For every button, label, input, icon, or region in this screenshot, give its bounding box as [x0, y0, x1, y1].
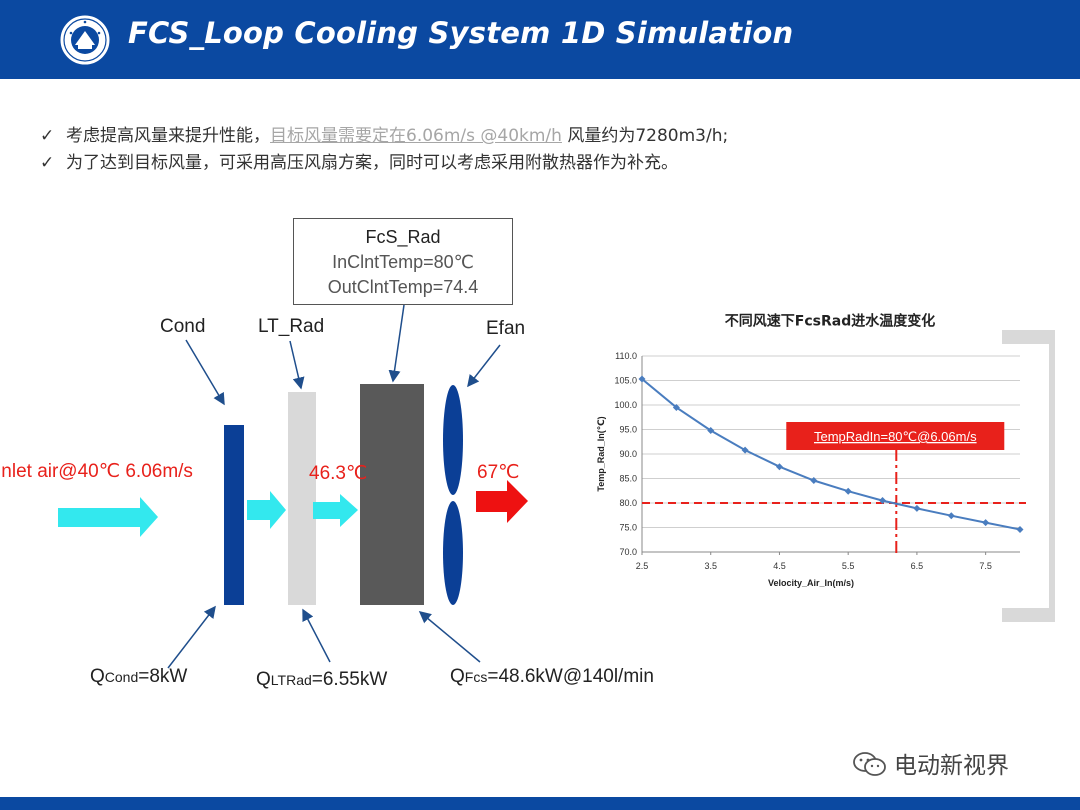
y-tick-label: 85.0 — [619, 474, 637, 484]
q-ltrad-value: =6.55kW — [311, 669, 388, 690]
qcond-callout-line — [167, 605, 216, 669]
university-logo-icon — [59, 14, 111, 66]
data-point — [707, 426, 715, 434]
data-point — [672, 403, 680, 411]
x-tick-label: 2.5 — [636, 561, 649, 571]
bullet-2-text: 为了达到目标风量，可采用高压风扇方案，同时可以考虑采用附散热器作为补充。 — [66, 153, 678, 173]
efan-label: Efan — [486, 318, 526, 339]
x-tick-label: 7.5 — [979, 561, 992, 571]
q-cond-subscript: Cond — [104, 669, 139, 685]
q-fcs-value: =48.6kW@140l/min — [487, 666, 654, 687]
y-tick-label: 75.0 — [619, 523, 637, 533]
fcs-box-inlet-temp: InClntTemp=80℃ — [332, 252, 474, 272]
data-point — [947, 512, 955, 520]
x-tick-label: 4.5 — [773, 561, 786, 571]
x-axis-label: Velocity_Air_In(m/s) — [768, 578, 854, 588]
data-point — [844, 487, 852, 495]
x-tick-label: 3.5 — [704, 561, 717, 571]
outlet-air-arrow — [476, 480, 528, 523]
velocity-temp-chart: 不同风速下FcsRad进水温度变化 70.0 75.0 80.0 85.0 90.0 95.… — [596, 313, 1055, 622]
efan-icon — [443, 385, 463, 605]
bullet-1-highlight: 目标风量需要定在6.06m/s @40km/h — [270, 126, 562, 146]
flow-arrow-lt-fcs — [313, 494, 358, 527]
series-line — [641, 378, 1021, 531]
y-axis-label: Temp_Rad_In(℃) — [596, 416, 606, 491]
y-tick-label: 110.0 — [615, 351, 637, 361]
qltrad-callout-line — [302, 608, 331, 663]
wechat-icon — [852, 751, 888, 783]
watermark-text: 电动新视界 — [894, 753, 1009, 779]
q-fcs-label: QFcs=48.6kW@140l/min — [450, 666, 654, 688]
chart-frame-top — [1002, 330, 1055, 344]
fcs-rad-info-box: FcS_Rad InClntTemp=80℃ OutClntTemp=74.4 — [293, 218, 513, 305]
data-point — [810, 476, 818, 484]
data-point — [913, 504, 921, 512]
footer-bar — [0, 797, 1080, 810]
y-tick-label: 95.0 — [619, 425, 637, 435]
mid-temp-label: 46.3℃ — [309, 463, 368, 484]
q-ltrad-symbol: Q — [256, 669, 271, 690]
ltrad-callout-line — [289, 340, 305, 390]
q-cond-label: QCond=8kW — [90, 666, 187, 688]
slide-title: FCS_Loop Cooling System 1D Simulation — [128, 16, 794, 50]
fcs-box-outlet-temp: OutClntTemp=74.4 — [327, 277, 479, 297]
q-fcs-subscript: Fcs — [464, 669, 488, 685]
fcs-radiator-block — [360, 384, 424, 605]
q-ltrad-label: QLTRad=6.55kW — [256, 669, 387, 691]
lt-radiator-block — [288, 392, 316, 605]
y-tick-label: 70.0 — [619, 547, 637, 557]
header-bar: FCS_Loop Cooling System 1D Simulation — [0, 0, 1080, 79]
data-point — [982, 519, 990, 527]
bullet-1-suffix: 风量约为7280m3/h; — [561, 126, 729, 146]
qfcs-callout-line — [418, 611, 481, 663]
lt-rad-label: LT_Rad — [258, 316, 325, 337]
x-tick-label: 5.5 — [842, 561, 855, 571]
x-tick-label: 6.5 — [911, 561, 924, 571]
chart-panel: 不同风速下FcsRad进水温度变化 70.0 75.0 80.0 85.0 90.0 95.… — [590, 313, 1055, 622]
flow-arrow-cond-lt — [247, 491, 286, 529]
inlet-air-label: Inlet air@40℃ 6.06m/s — [0, 461, 193, 482]
check-icon: ✓ — [40, 126, 55, 146]
condenser-block — [224, 425, 244, 605]
chart-frame-bottom — [1002, 608, 1055, 622]
y-tick-label: 80.0 — [619, 498, 637, 508]
annotation-text: TempRadIn=80℃@6.06m/s — [814, 429, 977, 444]
data-point — [879, 497, 887, 505]
q-ltrad-subscript: LTRad — [270, 672, 312, 688]
data-point — [638, 375, 646, 383]
cond-label: Cond — [160, 316, 206, 337]
fcs-callout-line — [388, 304, 405, 383]
q-cond-symbol: Q — [90, 666, 105, 687]
q-fcs-symbol: Q — [450, 666, 465, 687]
fcs-box-title: FcS_Rad — [365, 227, 441, 247]
inlet-air-arrow — [58, 497, 158, 537]
q-cond-value: =8kW — [138, 666, 188, 687]
y-tick-label: 90.0 — [619, 449, 637, 459]
cond-callout-line — [185, 339, 225, 406]
bullet-1-prefix: 考虑提高风量来提升性能， — [66, 126, 270, 146]
bullet-2: ✓ 为了达到目标风量，可采用高压风扇方案，同时可以考虑采用附散热器作为补充。 — [40, 148, 678, 173]
chart-title: 不同风速下FcsRad进水温度变化 — [725, 313, 935, 330]
bullet-1: ✓ 考虑提高风量来提升性能，目标风量需要定在6.06m/s @40km/h 风量约… — [40, 121, 728, 146]
data-point — [775, 463, 783, 471]
data-point — [741, 446, 749, 454]
data-point — [1016, 525, 1024, 533]
y-tick-label: 100.0 — [614, 400, 637, 410]
check-icon: ✓ — [40, 153, 55, 173]
annotation-box — [786, 422, 1005, 450]
outlet-temp-label: 67℃ — [477, 462, 520, 483]
watermark: 电动新视界 — [852, 746, 1009, 783]
efan-callout-line — [467, 344, 501, 388]
y-tick-label: 105.0 — [614, 376, 637, 386]
